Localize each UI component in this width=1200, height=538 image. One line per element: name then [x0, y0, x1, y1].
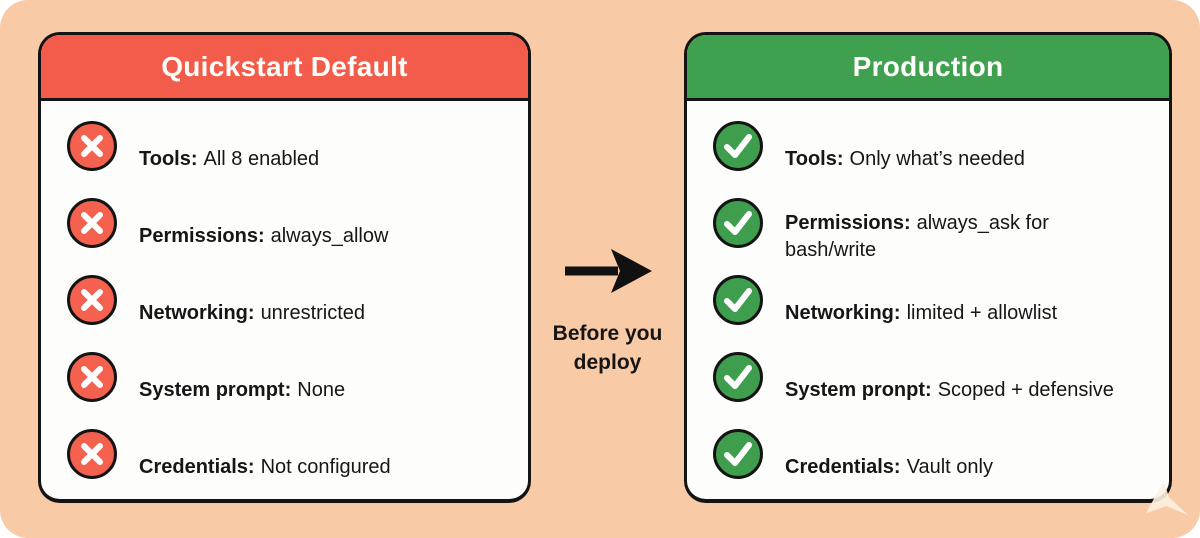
item-label: Credentials: [139, 456, 255, 478]
quickstart-card-header: Quickstart Default [41, 35, 528, 101]
item-label: Credentials: [785, 456, 901, 478]
check-icon [713, 352, 763, 402]
list-item: Networking:limited + allowlist [713, 275, 1151, 325]
item-text: Credentials:Vault only [785, 427, 993, 481]
quickstart-card-title: Quickstart Default [161, 50, 408, 82]
x-icon [67, 198, 117, 248]
item-value: None [297, 379, 346, 401]
item-value: unrestricted [260, 302, 366, 324]
arrow-right-icon [564, 249, 652, 293]
item-text: Networking:unrestricted [139, 273, 365, 327]
list-item: Networking:unrestricted [67, 275, 510, 325]
item-value: limited + allowlist [906, 302, 1058, 324]
list-item: System pronpt:Scoped + defensive [713, 352, 1151, 402]
item-label: Tools: [785, 148, 844, 170]
item-text: Permissions:always_allow [139, 196, 388, 250]
item-text: Tools:All 8 enabled [139, 119, 319, 173]
check-icon [713, 275, 763, 325]
connector-caption: Before you deploy [552, 322, 663, 374]
item-label: System pronpt: [785, 379, 932, 401]
item-label: Permissions: [785, 211, 911, 234]
x-icon [67, 275, 117, 325]
list-item: Permissions:always_ask for bash/write [713, 198, 1151, 261]
list-item: Permissions:always_allow [67, 198, 510, 248]
item-text: Credentials:Not configured [139, 427, 391, 481]
item-value: Only what’s needed [849, 148, 1025, 170]
item-label: Networking: [785, 302, 901, 324]
quickstart-items-list: Tools:All 8 enabled Permissions:always_a… [41, 101, 528, 479]
item-text: System prompt:None [139, 350, 345, 404]
list-item: Tools:Only what’s needed [713, 121, 1151, 171]
production-card-title: Production [852, 50, 1004, 82]
item-text: System pronpt:Scoped + defensive [785, 350, 1114, 404]
item-label: Permissions: [139, 225, 265, 247]
check-icon [713, 198, 763, 248]
x-icon [67, 352, 117, 402]
item-label: System prompt: [139, 379, 292, 401]
list-item: Credentials:Vault only [713, 429, 1151, 479]
item-value: Scoped + defensive [937, 379, 1114, 401]
item-text: Tools:Only what’s needed [785, 119, 1025, 173]
quickstart-card: Quickstart Default Tools:All 8 enabled P… [38, 32, 531, 503]
item-value: Not configured [260, 456, 391, 478]
item-value: All 8 enabled [203, 148, 320, 170]
check-icon [713, 121, 763, 171]
item-value: always_allow [270, 225, 389, 247]
item-value: always_ask for bash/write [785, 211, 1049, 261]
item-value: Vault only [906, 456, 993, 478]
item-label: Tools: [139, 148, 198, 170]
x-icon [67, 429, 117, 479]
list-item: Tools:All 8 enabled [67, 121, 510, 171]
production-card-header: Production [687, 35, 1169, 101]
item-label: Networking: [139, 302, 255, 324]
item-text: Permissions:always_ask for bash/write [785, 183, 1049, 264]
item-text: Networking:limited + allowlist [785, 273, 1057, 327]
check-icon [713, 429, 763, 479]
production-card: Production Tools:Only what’s needed Perm… [684, 32, 1172, 503]
list-item: System prompt:None [67, 352, 510, 402]
list-item: Credentials:Not configured [67, 429, 510, 479]
x-icon [67, 121, 117, 171]
connector: Before you deploy [531, 244, 684, 378]
production-items-list: Tools:Only what’s needed Permissions:alw… [687, 101, 1169, 479]
